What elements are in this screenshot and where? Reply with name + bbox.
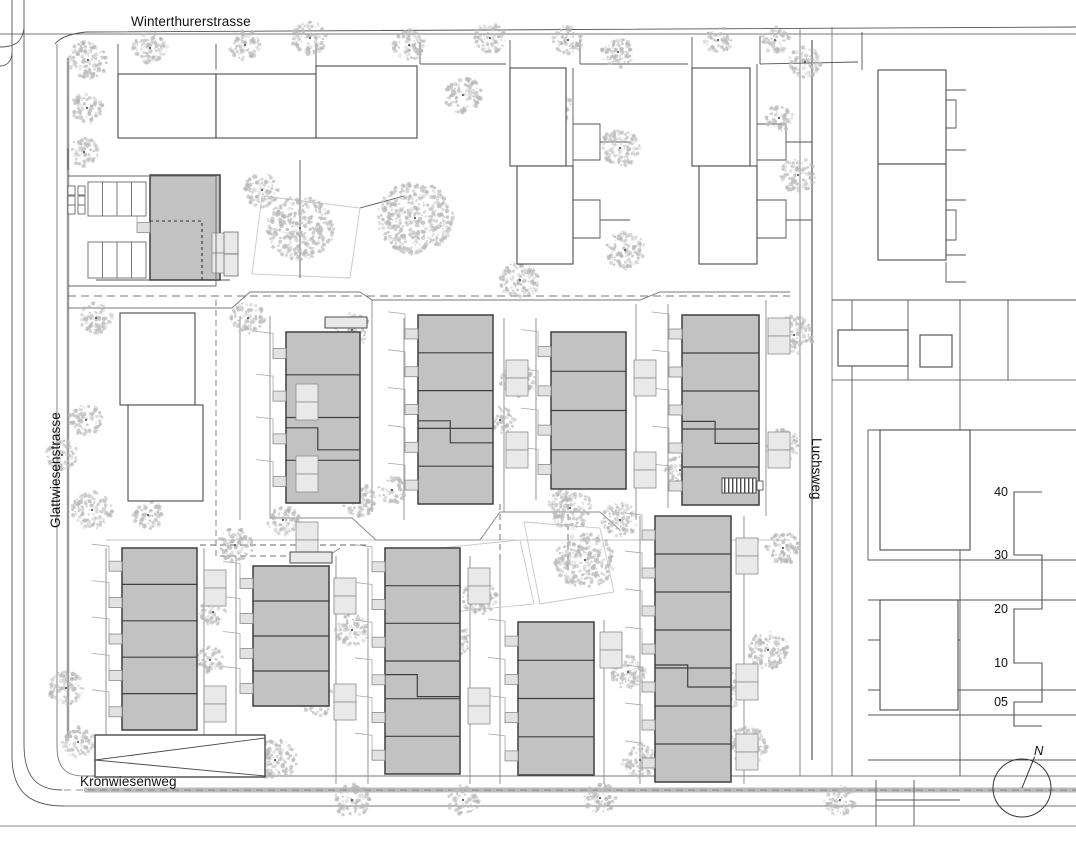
tree-icon: [774, 314, 815, 356]
tree-icon: [67, 404, 104, 437]
street-label-kronwiesenweg: Kronwiesenweg: [80, 774, 177, 789]
street-label-winterthurerstrasse: Winterthurerstrasse: [131, 14, 251, 29]
tree-icon: [265, 196, 336, 261]
tree-icon: [600, 501, 638, 538]
north-circle: [992, 758, 1052, 818]
existing-building: [879, 429, 971, 551]
tree-icon: [131, 500, 164, 531]
tree-icon: [67, 39, 108, 80]
tree-icon: [760, 25, 791, 55]
new-building-row: [487, 618, 595, 776]
tree-icon: [553, 532, 615, 588]
existing-building: [127, 404, 204, 502]
new-building-row: [222, 561, 330, 707]
tree-icon: [79, 301, 114, 335]
street-label-glattwiesenstrasse: Glattwiesenstrasse: [48, 412, 63, 528]
existing-building: [315, 65, 418, 139]
tree-icon: [473, 23, 506, 55]
new-building-row: [651, 311, 760, 506]
tree-icon: [290, 20, 328, 57]
tree-icon: [598, 128, 642, 168]
tree-icon: [600, 38, 633, 69]
north-arrow: [992, 756, 1052, 818]
street-label-luchsweg: Luchsweg: [809, 438, 824, 500]
tree-icon: [605, 230, 646, 271]
existing-building: [516, 165, 574, 265]
existing-building: [879, 599, 959, 711]
tree-icon: [583, 782, 618, 813]
tree-icon: [444, 76, 483, 115]
tree-canopies: [44, 20, 857, 817]
tree-icon: [447, 784, 481, 816]
tree-icon: [131, 31, 169, 65]
scale-tick-label: 10: [994, 656, 1008, 670]
existing-building: [119, 312, 196, 406]
north-label: N: [1034, 743, 1044, 758]
scale-tick-label: 30: [994, 548, 1008, 562]
north-needle: [1021, 756, 1036, 789]
tree-icon: [333, 613, 369, 647]
tree-icon: [334, 782, 372, 817]
existing-building: [877, 163, 947, 261]
new-building-row: [91, 543, 198, 731]
existing-building: [877, 69, 947, 165]
tree-icon: [747, 630, 790, 670]
tree-icon: [196, 645, 224, 674]
existing-building: [698, 165, 758, 265]
tree-icon: [702, 26, 733, 54]
existing-building: [691, 67, 751, 167]
new-building-row: [119, 174, 221, 281]
tree-icon: [218, 527, 254, 564]
tree-icon: [71, 136, 100, 168]
scale-tick-label: 05: [994, 695, 1008, 709]
tree-icon: [61, 725, 95, 759]
tree-icon: [391, 28, 426, 62]
scale-bar: [1013, 491, 1043, 727]
tree-icon: [229, 302, 267, 335]
existing-buildings: [117, 65, 971, 711]
existing-building: [117, 73, 217, 139]
tree-icon: [47, 670, 85, 707]
existing-building: [215, 73, 317, 139]
new-buildings: [91, 174, 760, 783]
tree-icon: [377, 475, 407, 505]
tree-icon: [70, 489, 114, 530]
tree-icon: [788, 45, 823, 79]
existing-building: [509, 67, 567, 167]
scale-bar-path: [1013, 491, 1043, 727]
new-building-row: [520, 329, 627, 490]
tree-icon: [764, 532, 801, 564]
tree-icon: [551, 24, 584, 56]
scale-tick-label: 40: [994, 485, 1008, 499]
scale-tick-label: 20: [994, 602, 1008, 616]
new-building-row: [624, 512, 732, 783]
tree-icon: [243, 173, 280, 209]
existing-building: [837, 329, 909, 367]
tree-icon: [822, 784, 857, 816]
new-building-row: [387, 311, 494, 505]
existing-building: [919, 334, 953, 368]
tree-icon: [71, 92, 105, 124]
tree-icon: [547, 488, 593, 531]
tree-icon: [44, 439, 78, 472]
tree-icon: [779, 157, 817, 193]
tree-icon: [376, 181, 455, 256]
tree-icon: [228, 29, 262, 62]
tree-icon: [764, 105, 795, 132]
tree-icon: [266, 505, 301, 537]
tree-icon: [498, 260, 540, 299]
new-building-row: [354, 544, 461, 775]
parking-bays: [67, 175, 217, 287]
site-structures: [94, 231, 764, 778]
paving-elements: [203, 232, 791, 771]
